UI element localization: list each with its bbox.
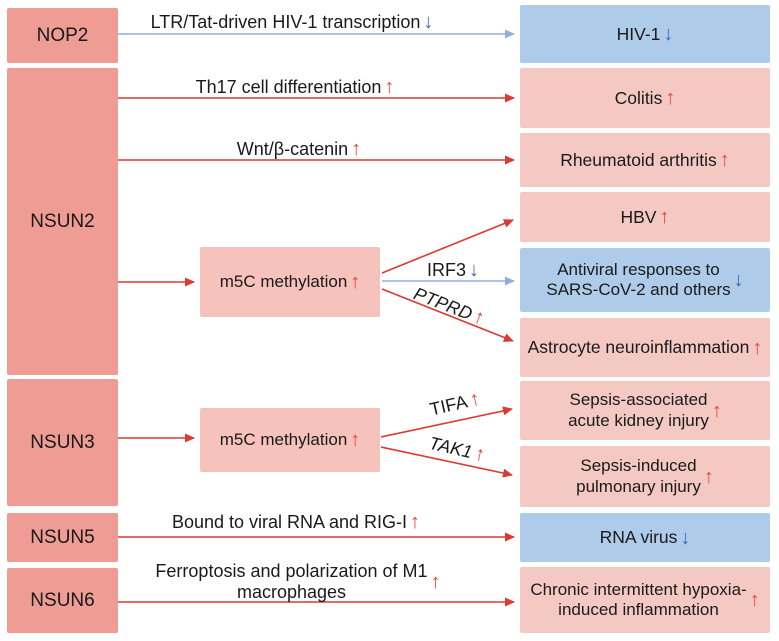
edge-label-th17: Th17 cell differentiation↑ xyxy=(196,77,395,98)
up-arrow-icon: ↑ xyxy=(350,271,361,293)
node-hbv-label: HBV xyxy=(620,206,657,227)
up-arrow-icon: ↑ xyxy=(749,589,760,611)
node-astrocyte-neuroinflammation: Astrocyte neuroinflammation↑ xyxy=(520,318,770,377)
node-sepsis-aki: Sepsis-associated acute kidney injury↑ xyxy=(520,381,770,440)
node-sepsis-pulmonary-label: Sepsis-induced pulmonary injury xyxy=(576,456,701,496)
node-nop2: NOP2 xyxy=(7,8,118,63)
node-nop2-label: NOP2 xyxy=(36,24,89,46)
node-nsun3: NSUN3 xyxy=(7,379,118,506)
node-rna-virus: RNA virus↓ xyxy=(520,513,770,562)
down-arrow-icon: ↓ xyxy=(733,269,744,291)
edge-label-rig-text: Bound to viral RNA and RIG-I xyxy=(171,512,408,532)
arrow-m5c-to-sepsis-aki xyxy=(380,406,513,438)
node-nsun6: NSUN6 xyxy=(7,568,118,633)
down-arrow-icon: ↓ xyxy=(423,11,434,34)
up-arrow-icon: ↑ xyxy=(719,149,730,171)
up-arrow-icon: ↑ xyxy=(659,206,670,228)
edge-label-irf3: IRF3↓ xyxy=(427,260,479,281)
edge-label-wnt-text: Wnt/β-catenin xyxy=(236,139,349,159)
down-arrow-icon: ↓ xyxy=(680,526,691,549)
up-arrow-icon: ↑ xyxy=(703,465,714,488)
up-arrow-icon: ↑ xyxy=(351,138,362,161)
arrow-m5c-to-hbv xyxy=(381,219,514,274)
node-nsun3-label: NSUN3 xyxy=(30,431,95,453)
edge-label-irf3-text: IRF3 xyxy=(426,260,467,280)
up-arrow-icon: ↑ xyxy=(752,336,763,359)
node-nsun5-label: NSUN5 xyxy=(30,526,95,548)
node-rheumatoid-arthritis: Rheumatoid arthritis↑ xyxy=(520,133,770,187)
node-rheumatoid-arthritis-label: Rheumatoid arthritis xyxy=(560,149,717,170)
node-chronic-hypoxia-inflammation-label: Chronic intermittent hypoxia- induced in… xyxy=(530,579,747,619)
node-m5c-nsun3: m5C methylation↑ xyxy=(200,408,380,472)
node-antiviral-responses-label: Antiviral responses to SARS-CoV-2 and ot… xyxy=(546,259,731,299)
node-hiv1-label: HIV-1 xyxy=(616,23,661,44)
node-nsun5: NSUN5 xyxy=(7,513,118,562)
arrow-m5c-to-sepsis-pulmonary xyxy=(380,446,513,478)
edge-label-ferroptosis-text: Ferroptosis and polarization of M1 macro… xyxy=(155,561,428,603)
down-arrow-icon: ↓ xyxy=(663,23,674,45)
node-rna-virus-label: RNA virus xyxy=(599,527,678,548)
up-arrow-icon: ↑ xyxy=(430,571,441,594)
arrow-m5c-to-astrocyte xyxy=(381,288,514,342)
edge-label-ferroptosis: Ferroptosis and polarization of M1 macro… xyxy=(155,561,440,603)
up-arrow-icon: ↑ xyxy=(350,429,361,451)
up-arrow-icon: ↑ xyxy=(410,511,421,534)
node-sepsis-aki-label: Sepsis-associated acute kidney injury xyxy=(568,390,709,430)
edge-label-rig: Bound to viral RNA and RIG-I↑ xyxy=(172,512,420,533)
node-nsun2-label: NSUN2 xyxy=(30,210,95,232)
node-m5c-nsun2: m5C methylation↑ xyxy=(200,247,380,317)
down-arrow-icon: ↓ xyxy=(469,259,480,282)
node-antiviral-responses: Antiviral responses to SARS-CoV-2 and ot… xyxy=(520,248,770,312)
edge-label-ltr-tat-text: LTR/Tat-driven HIV-1 transcription xyxy=(150,12,421,32)
node-colitis: Colitis↑ xyxy=(520,68,770,128)
edge-label-th17-text: Th17 cell differentiation xyxy=(195,77,382,97)
edge-label-ltr-tat: LTR/Tat-driven HIV-1 transcription↓ xyxy=(151,12,434,33)
node-m5c-nsun2-label: m5C methylation xyxy=(219,272,348,291)
node-nsun2: NSUN2 xyxy=(7,68,118,375)
node-astrocyte-neuroinflammation-label: Astrocyte neuroinflammation xyxy=(527,337,750,358)
node-hbv: HBV↑ xyxy=(520,192,770,242)
node-m5c-nsun3-label: m5C methylation xyxy=(219,430,348,449)
up-arrow-icon: ↑ xyxy=(384,76,395,99)
node-sepsis-pulmonary: Sepsis-induced pulmonary injury↑ xyxy=(520,446,770,507)
up-arrow-icon: ↑ xyxy=(711,399,722,422)
node-colitis-label: Colitis xyxy=(614,87,663,108)
node-hiv1: HIV-1↓ xyxy=(520,5,770,63)
node-chronic-hypoxia-inflammation: Chronic intermittent hypoxia- induced in… xyxy=(520,567,770,633)
up-arrow-icon: ↑ xyxy=(665,87,676,109)
edge-label-wnt: Wnt/β-catenin↑ xyxy=(237,139,361,160)
node-nsun6-label: NSUN6 xyxy=(30,589,95,611)
